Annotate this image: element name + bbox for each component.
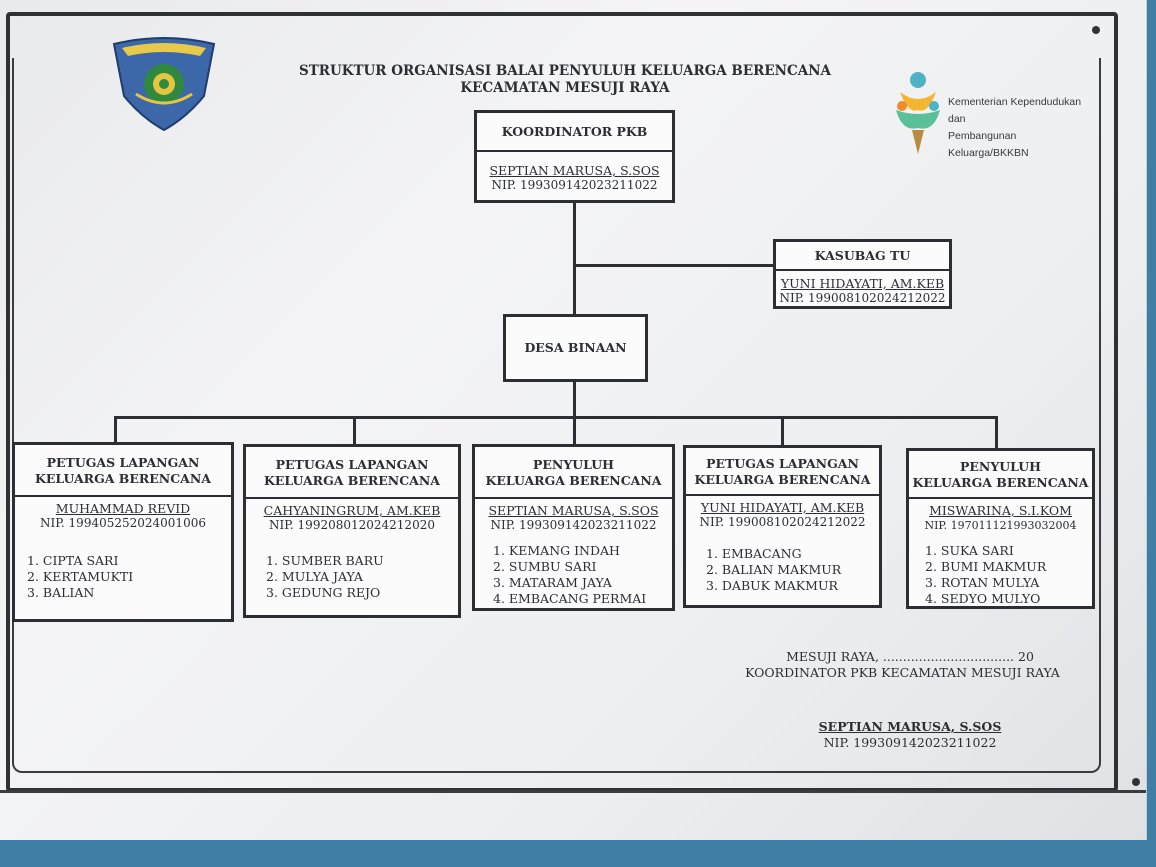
staff-title-line2: KELUARGA BERENCANA [485, 473, 662, 488]
village-item: 1. SUMBER BARU [266, 553, 384, 568]
staff-nip: NIP. 199405252024001006 [40, 516, 206, 530]
staff-name: MUHAMMAD REVID [55, 501, 191, 516]
staff-title-line1: PETUGAS LAPANGAN [275, 457, 429, 472]
staff-name: MISWARINA, S.I.KOM [929, 503, 1072, 518]
pin-icon [1092, 26, 1100, 34]
signature-role: KOORDINATOR PKB KECAMATAN MESUJI RAYA [745, 665, 1060, 680]
connector-line [781, 416, 784, 446]
kasubag-name: YUNI HIDAYATI, AM.KEB [780, 276, 945, 291]
village-item: 1. SUKA SARI [925, 543, 1014, 558]
bkkbn-logo-icon [896, 72, 940, 154]
staff-name: CAHYANINGRUM, AM.KEB [263, 503, 441, 518]
page-title: STRUKTUR ORGANISASI BALAI PENYULUH KELUA… [280, 63, 850, 97]
staff-title-line1: PENYULUH [960, 459, 1041, 474]
connector-line [573, 200, 576, 317]
village-item: 2. SUMBU SARI [493, 559, 597, 574]
bkkbn-caption: Kementerian Kependudukan dan Pembangunan… [948, 94, 1098, 162]
koordinator-title: KOORDINATOR PKB [477, 113, 672, 152]
connector-line [995, 416, 998, 449]
village-item: 4. SEDYO MULYO [925, 591, 1041, 606]
village-item: 3. BALIAN [27, 585, 95, 600]
staff-title-line1: PETUGAS LAPANGAN [46, 455, 200, 470]
connector-line [353, 416, 356, 446]
village-item: 2. MULYA JAYA [266, 569, 363, 584]
kasubag-title: KASUBAG TU [776, 242, 949, 271]
staff-title: PETUGAS LAPANGAN KELUARGA BERENCANA [15, 445, 231, 497]
village-item: 3. GEDUNG REJO [266, 585, 381, 600]
staff-box: PENYULUH KELUARGA BERENCANA SEPTIAN MARU… [472, 444, 675, 611]
village-item: 4. EMBACANG PERMAI [493, 591, 647, 606]
staff-title-line1: PETUGAS LAPANGAN [706, 456, 859, 471]
village-item: 3. ROTAN MULYA [925, 575, 1040, 590]
village-item: 1. EMBACANG [706, 546, 802, 561]
village-item: 2. KERTAMUKTI [27, 569, 134, 584]
bottom-divider [0, 790, 1146, 793]
village-list: 1. KEMANG INDAH 2. SUMBU SARI 3. MATARAM… [475, 533, 672, 607]
village-item: 3. MATARAM JAYA [493, 575, 612, 590]
staff-title-line2: KELUARGA BERENCANA [34, 471, 212, 486]
village-item: 2. BUMI MAKMUR [925, 559, 1047, 574]
title-line2: KECAMATAN MESUJI RAYA [460, 80, 670, 96]
bkkbn-caption-line2: Pembangunan Keluarga/BKKBN [948, 130, 1029, 159]
kasubag-box: KASUBAG TU YUNI HIDAYATI, AM.KEB NIP. 19… [773, 239, 952, 309]
staff-nip: NIP. 197011121993032004 [924, 519, 1077, 532]
connector-line [575, 264, 775, 267]
staff-title-line1: PENYULUH [533, 457, 614, 472]
village-item: 1. CIPTA SARI [27, 553, 119, 568]
village-list: 1. CIPTA SARI 2. KERTAMUKTI 3. BALIAN [15, 531, 231, 601]
signature-nip: NIP. 199309142023211022 [823, 735, 997, 750]
title-line1: STRUKTUR ORGANISASI BALAI PENYULUH KELUA… [298, 63, 832, 79]
staff-nip: NIP. 199208012024212020 [269, 518, 435, 532]
staff-title: PETUGAS LAPANGAN KELUARGA BERENCANA [246, 447, 458, 499]
signature-place-date: MESUJI RAYA, ...........................… [786, 649, 1034, 664]
staff-title-line2: KELUARGA BERENCANA [263, 473, 441, 488]
pin-icon [1132, 778, 1140, 786]
village-list: 1. SUKA SARI 2. BUMI MAKMUR 3. ROTAN MUL… [909, 533, 1092, 607]
koordinator-box: KOORDINATOR PKB SEPTIAN MARUSA, S.SOS NI… [474, 110, 675, 203]
connector-line [114, 416, 997, 419]
staff-box: PETUGAS LAPANGAN KELUARGA BERENCANA YUNI… [683, 445, 882, 608]
desa-binaan-box: DESA BINAAN [503, 314, 648, 382]
village-list: 1. SUMBER BARU 2. MULYA JAYA 3. GEDUNG R… [246, 533, 458, 601]
staff-box: PETUGAS LAPANGAN KELUARGA BERENCANA CAHY… [243, 444, 461, 618]
koordinator-name: SEPTIAN MARUSA, S.SOS [489, 163, 660, 178]
village-item: 2. BALIAN MAKMUR [706, 562, 842, 577]
signature-name: SEPTIAN MARUSA, S.SOS [818, 719, 1002, 734]
village-list: 1. EMBACANG 2. BALIAN MAKMUR 3. DABUK MA… [686, 530, 879, 594]
staff-name: YUNI HIDAYATI, AM.KEB [700, 500, 865, 515]
kasubag-nip: NIP. 199008102024212022 [779, 291, 946, 305]
staff-nip: NIP. 199008102024212022 [699, 515, 866, 529]
staff-title: PENYULUH KELUARGA BERENCANA [475, 447, 672, 499]
regency-emblem-icon [112, 37, 216, 132]
staff-title: PETUGAS LAPANGAN KELUARGA BERENCANA [686, 448, 879, 496]
staff-title: PENYULUH KELUARGA BERENCANA [909, 451, 1092, 499]
staff-nip: NIP. 199309142023211022 [490, 518, 657, 532]
staff-title-line2: KELUARGA BERENCANA [912, 475, 1089, 490]
village-item: 3. DABUK MAKMUR [706, 578, 838, 593]
connector-line [573, 380, 576, 446]
staff-name: SEPTIAN MARUSA, S.SOS [488, 503, 659, 518]
bkkbn-caption-line1: Kementerian Kependudukan dan [948, 96, 1082, 125]
connector-line [114, 416, 117, 444]
inner-frame [12, 58, 1101, 773]
desa-binaan-title: DESA BINAAN [524, 340, 627, 355]
staff-box: PENYULUH KELUARGA BERENCANA MISWARINA, S… [906, 448, 1095, 609]
staff-box: PETUGAS LAPANGAN KELUARGA BERENCANA MUHA… [12, 442, 234, 622]
staff-title-line2: KELUARGA BERENCANA [694, 472, 871, 487]
village-item: 1. KEMANG INDAH [493, 543, 620, 558]
koordinator-nip: NIP. 199309142023211022 [491, 178, 658, 192]
